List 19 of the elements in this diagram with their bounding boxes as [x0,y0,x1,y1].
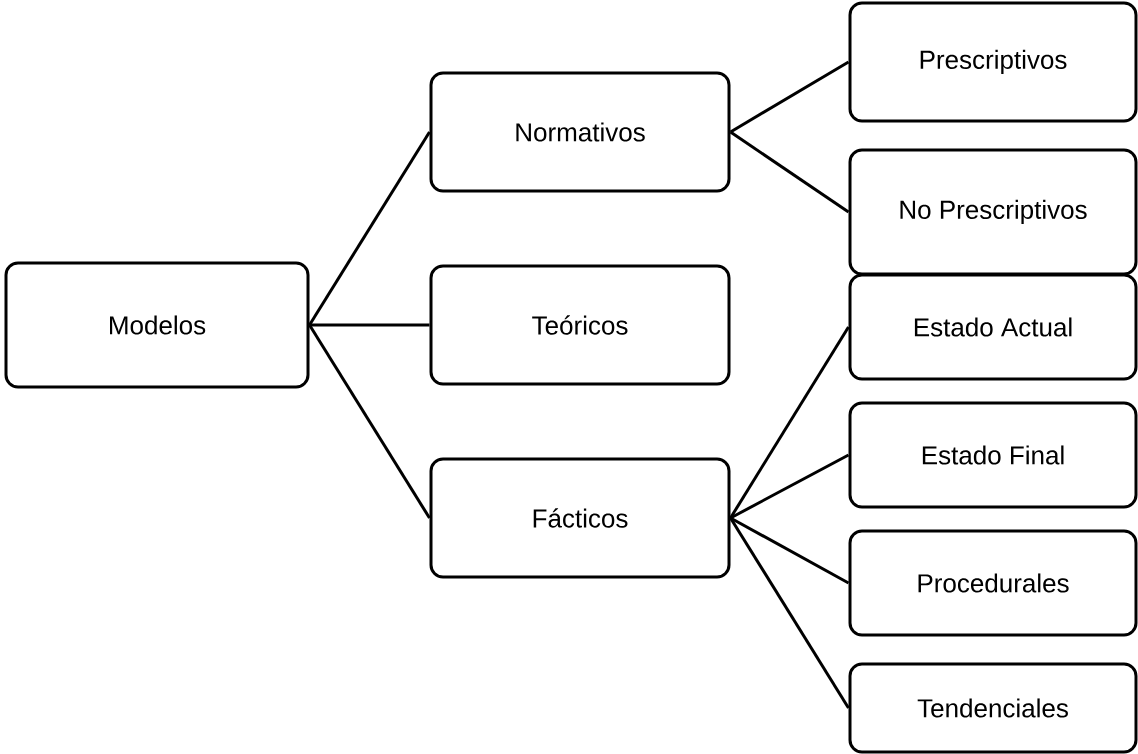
box: Normativos [429,71,731,193]
box: Prescriptivos [848,1,1138,123]
box: Modelos [4,261,310,389]
box: Procedurales [848,529,1138,637]
connector-line [729,130,850,214]
connector-line [729,453,850,520]
connector-line [729,60,850,134]
box: Teóricos [429,264,731,386]
connector-line [309,323,430,327]
connector-line [729,516,850,585]
box: No Prescriptivos [848,148,1138,276]
connector-line [729,517,850,709]
box: Estado Final [848,401,1138,509]
connector-line [729,326,850,519]
connector-line [308,131,431,326]
box: Tendenciales [848,662,1138,754]
box: Fácticos [429,457,731,579]
box: Estado Actual [848,273,1138,381]
connector-line [308,324,431,519]
